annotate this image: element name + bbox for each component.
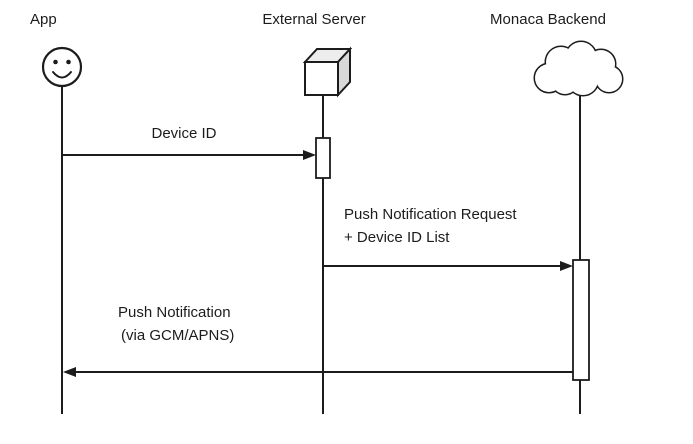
arrowhead-push-request [560,261,573,271]
message-label-push-request-line2: + Device ID List [344,229,450,246]
arrowhead-push-notification [63,367,76,377]
message-label-device-id: Device ID [151,125,216,142]
actor-label-external-server: External Server [262,11,365,28]
arrowhead-device-id [303,150,316,160]
activation-external-server [315,137,331,179]
message-label-push-notification-line2: (via GCM/APNS) [121,327,234,344]
smiley-actor-icon [41,46,83,88]
actor-label-app: App [30,11,57,28]
activation-monaca-backend [572,259,590,381]
actor-label-monaca-backend: Monaca Backend [490,11,606,28]
cloud-icon [533,40,624,97]
server-cube-icon [302,46,353,98]
message-label-push-notification-line1: Push Notification [118,304,231,321]
message-label-push-request-line1: Push Notification Request [344,206,517,223]
